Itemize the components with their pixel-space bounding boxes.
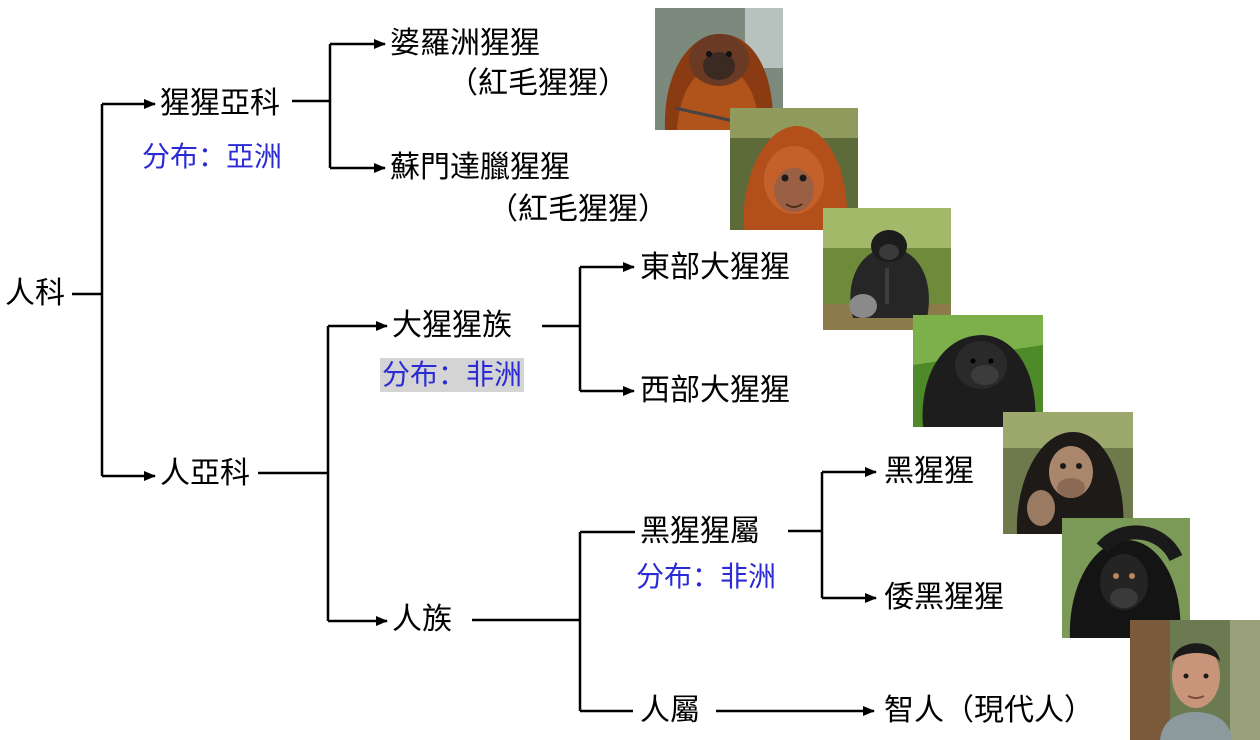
node-bonobo: 倭黑猩猩 [884,580,1004,615]
photo-bornean-orangutan [655,8,783,130]
bornean-common-name: （紅毛猩猩） [448,66,628,101]
distribution-africa-pan: 分布：非洲 [636,560,777,593]
node-sumatran-orangutan: 蘇門達臘猩猩 [390,150,570,185]
node-hominidae: 人科 [5,276,65,311]
node-gorillini: 大猩猩族 [392,308,512,343]
node-chimpanzee: 黑猩猩 [884,454,974,489]
photo-modern-human [1130,620,1260,740]
node-bornean-orangutan: 婆羅洲猩猩 [390,26,540,61]
human-face-icon [1130,620,1260,740]
node-western-gorilla: 西部大猩猩 [640,373,790,408]
gorilla-sitting-icon [823,208,951,330]
orangutan-adult-icon [655,8,783,130]
photo-western-gorilla [913,315,1043,427]
node-homo-sapiens: 智人（現代人） [884,693,1094,728]
photo-eastern-gorilla [823,208,951,330]
chimpanzee-icon [1003,412,1133,534]
photo-chimpanzee [1003,412,1133,534]
node-eastern-gorilla: 東部大猩猩 [640,250,790,285]
photo-bonobo [1062,518,1190,638]
bonobo-icon [1062,518,1190,638]
node-hominini: 人族 [392,602,452,637]
node-homo: 人屬 [640,693,700,728]
sumatran-common-name: （紅毛猩猩） [488,192,668,227]
gorilla-face-icon [913,315,1043,427]
node-ponginae: 猩猩亞科 [160,86,280,121]
node-pan: 黑猩猩屬 [640,514,760,549]
node-homininae: 人亞科 [160,456,250,491]
distribution-africa-gorilla: 分布：非洲 [380,358,525,392]
distribution-asia: 分布：亞洲 [142,140,283,173]
